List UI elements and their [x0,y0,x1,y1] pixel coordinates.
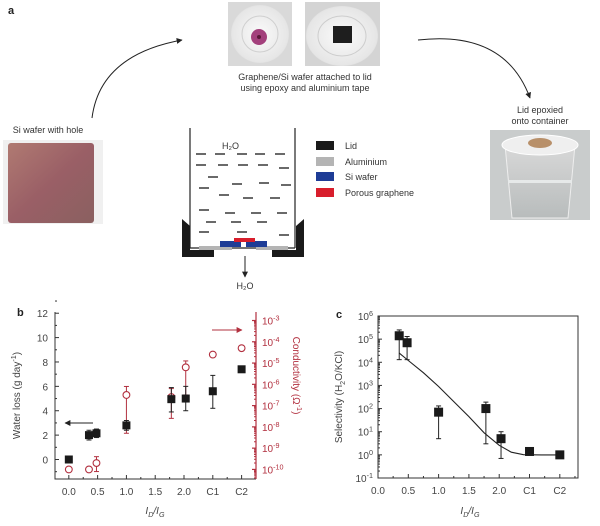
water-label-top: H₂O [222,141,239,151]
lid-caption-line2: using epoxy and aluminium tape [240,83,369,93]
x-tick-label: 2.0 [177,487,191,498]
y2-tick-label: 10-7​ [262,399,280,413]
panel-label-c: c [336,309,342,321]
selectivity-point [496,434,506,444]
y2-tick-label: 10-3​ [262,314,280,328]
y-tick-label: 4 [42,407,48,418]
x-tick-label: C2 [235,487,248,498]
curved-arrow-icon [91,38,183,119]
y-tick-label: 0 [42,455,48,466]
conductivity-point [181,363,190,372]
legend-label: Porous graphene [345,188,414,198]
legend: Lid Aluminium Si wafer Porous graphene [316,141,414,198]
photo-lid-with-tape [305,2,380,66]
y-tick-label: 8 [42,358,48,369]
x-tick-label: C2 [553,486,566,497]
y-tick-label: 12 [37,309,49,320]
water-loss-point [237,365,246,374]
x-tick-label: 0.5 [91,487,105,498]
water-loss-point [64,455,73,464]
y-tick-label: 6 [42,382,48,393]
water-loss-point [208,387,217,396]
x-axis-label: ID​/IG​ [145,506,165,519]
container-caption-line2: onto container [511,116,568,126]
y-tick-label: 100​ [358,448,373,462]
selectivity-point [402,338,412,348]
membrane-schematic: H₂O H₂O [182,128,304,291]
y2-tick-label: 10-8​ [262,420,280,434]
chart-b: 0 2 4 6 8 10 12 0.0 0.5 1.0 1.5 2.0 C1 C2 10-3​ 10-4​ 10… [9,300,304,519]
selectivity-point [481,404,491,414]
y2-tick-label: 10-4​ [262,335,280,349]
x-tick-label: 0.5 [401,486,415,497]
x-axis-label: ID​/IG​ [460,506,480,519]
y-tick-label: 10 [37,334,49,345]
legend-label: Si wafer [345,172,378,182]
chart-c: 106​ 105​ 104​ 103​ 102​ 101​ 100​ 10-1​0.0 0.5 1… [334,309,579,519]
conductivity-point [85,465,93,474]
fit-line [398,352,560,456]
conductivity-point [64,465,73,474]
y-tick-label: 10-1​ [355,471,373,485]
conductivity-point [122,391,131,399]
panel-label-a: a [8,5,15,17]
x-tick-label: 2.0 [492,486,506,497]
y2-tick-label: 10-5​ [262,356,280,370]
x-tick-label: 1.0 [432,486,446,497]
lid-caption-line1: Graphene/Si wafer attached to lid [238,72,372,82]
photo-si-wafer [3,140,103,224]
conductivity-point [208,350,217,359]
x-tick-label: 1.5 [148,487,162,498]
photo-lid-with-wafer [228,2,292,66]
y2-tick-label: 10-6​ [262,377,280,391]
y-tick-label: 101​ [358,425,373,439]
axis-left [54,312,256,480]
water-loss-point [84,431,93,440]
panel-label-b: b [17,307,24,319]
water-dashes [196,153,291,236]
plot-frame [377,315,579,479]
panel-a: a Graphene/Si wafer attached to lid usin… [3,2,590,291]
selectivity-point [555,450,565,460]
y-tick-label: 2 [42,431,48,442]
legend-label: Lid [345,141,357,151]
x-tick-label: 0.0 [371,486,385,497]
y2-tick-label: 10-10​ [262,462,284,476]
water-loss-point [92,429,101,438]
y-tick-label: 106​ [358,309,373,323]
legend-label: Aluminium [345,157,387,167]
legend-swatch-graphene [316,188,334,197]
y-tick-label: 102​ [358,402,373,416]
y-tick-label: 105​ [358,332,373,346]
wafer-caption: Si wafer with hole [13,125,84,135]
x-tick-label: C1 [523,486,536,497]
y2-axis-label: Conductivity (Ω-1​) [290,337,304,415]
photo-container [490,130,590,220]
water-loss-point [122,421,131,430]
legend-swatch-si-wafer [316,172,334,181]
x-tick-label: 1.0 [119,487,133,498]
conductivity-point [237,344,246,353]
water-loss-point [181,394,190,403]
y-axis-label: Selectivity (H2​O/KCl) [334,351,347,443]
selectivity-point [394,331,404,341]
selectivity-point [525,446,535,456]
curved-arrow-icon [417,38,531,99]
legend-swatch-lid [316,141,334,150]
container-caption-line1: Lid epoxied [517,105,563,115]
y-tick-label: 104​ [358,355,373,369]
water-loss-point [167,395,176,404]
y-tick-label: 103​ [358,378,373,392]
legend-swatch-aluminium [316,157,334,166]
x-tick-label: 0.0 [62,487,76,498]
conductivity-point [92,459,101,467]
x-tick-label: C1 [206,487,219,498]
y-axis-label: Water loss (g day-1​) [9,352,23,439]
y2-tick-label: 10-9​ [262,441,280,455]
selectivity-point [434,407,444,417]
water-label-bottom: H₂O [237,281,254,291]
x-tick-label: 1.5 [462,486,476,497]
